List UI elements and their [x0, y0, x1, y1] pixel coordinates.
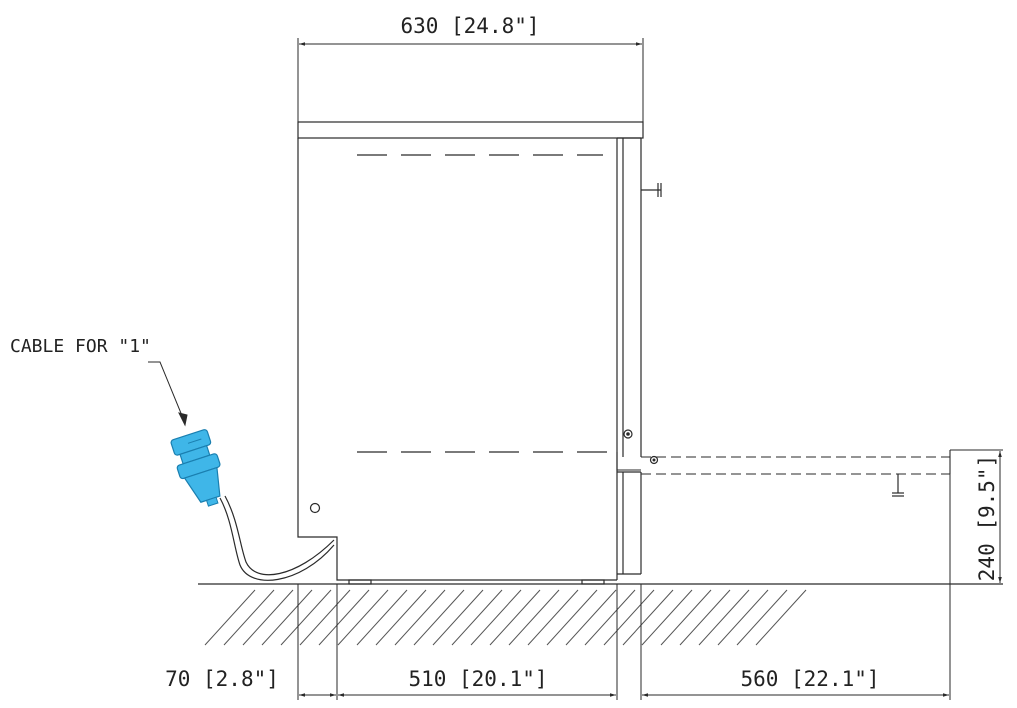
floor-hatching	[204, 589, 807, 646]
open-door-outline	[616, 450, 951, 475]
plug-icon	[170, 429, 221, 507]
dimension-top-width-label: 630 [24.8"]	[400, 14, 539, 38]
machine-body	[297, 121, 644, 585]
dimension-left-offset-label: 70 [2.8"]	[165, 667, 279, 691]
door-handle-icon	[641, 183, 662, 197]
dimension-body-depth-label: 510 [20.1"]	[408, 667, 547, 691]
power-cable	[219, 495, 335, 581]
door-screw-icon	[649, 455, 659, 465]
dimension-top-width	[297, 38, 644, 138]
dimension-bottom-lines	[297, 474, 951, 700]
open-door-handle-icon	[892, 474, 904, 497]
dimension-door-open-label: 560 [22.1"]	[740, 667, 879, 691]
cable-leader	[148, 361, 188, 427]
hidden-lines	[357, 154, 612, 453]
dimension-door-height-label: 240 [9.5"]	[975, 455, 999, 581]
hinge-screw-icon	[623, 429, 633, 439]
cable-entry-hole-icon	[309, 502, 321, 514]
cable-label: CABLE FOR "1"	[10, 336, 151, 357]
dimension-door-height	[950, 449, 1003, 583]
